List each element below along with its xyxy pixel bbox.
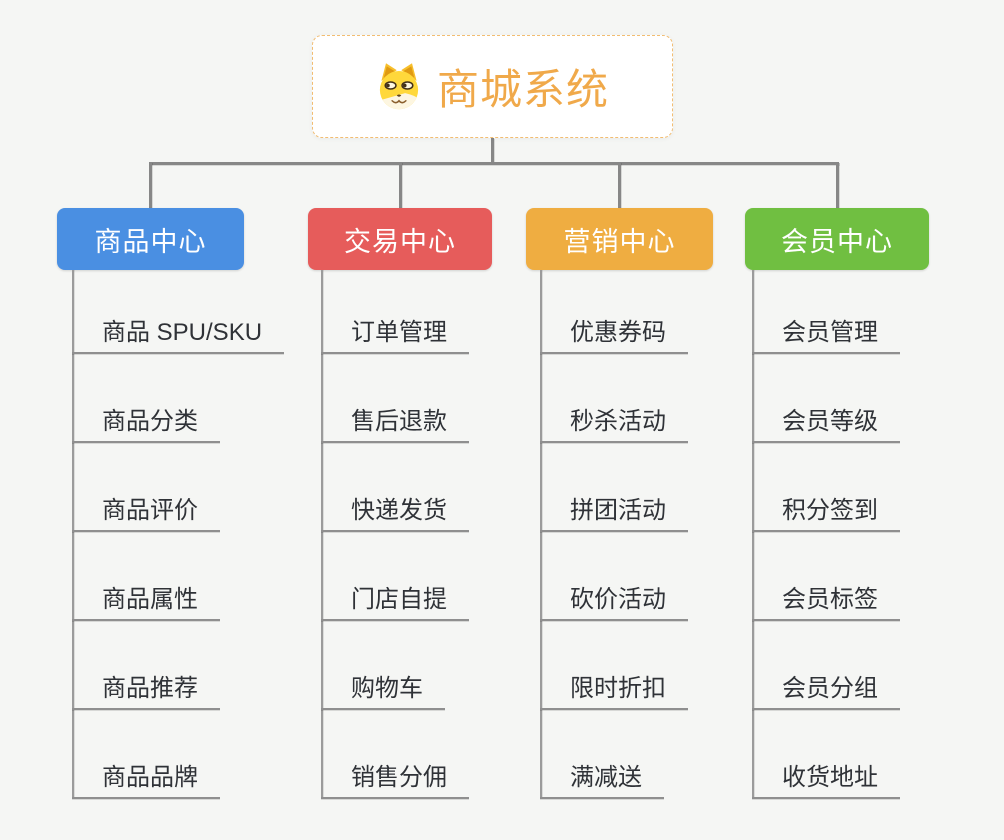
branch-label: 会员中心 [781, 226, 893, 257]
connector-branch-stub [836, 162, 839, 208]
leaf-node[interactable]: 商品品牌 [72, 763, 220, 799]
branch-node-trade-center[interactable]: 交易中心 [308, 208, 492, 270]
branch-spine [540, 270, 542, 799]
branch-label: 营销中心 [563, 226, 676, 257]
leaf-node[interactable]: 积分签到 [752, 496, 900, 532]
leaf-node[interactable]: 限时折扣 [540, 674, 688, 710]
root-title: 商城系统 [436, 66, 609, 113]
leaf-node[interactable]: 快递发货 [321, 496, 469, 532]
leaf-node[interactable]: 会员分组 [752, 674, 900, 710]
leaf-node[interactable]: 会员管理 [752, 318, 900, 354]
leaf-node[interactable]: 会员标签 [752, 585, 900, 621]
leaf-node[interactable]: 订单管理 [321, 318, 469, 354]
branch-spine [72, 270, 74, 799]
branch-label: 商品中心 [94, 226, 207, 257]
connector-branch-stub [618, 162, 621, 208]
leaf-node[interactable]: 会员等级 [752, 407, 900, 443]
connector-root-stub [491, 138, 494, 163]
branch-spine [321, 270, 323, 799]
leaf-node[interactable]: 拼团活动 [540, 496, 688, 532]
branch-node-member-center[interactable]: 会员中心 [745, 208, 929, 270]
leaf-node[interactable]: 门店自提 [321, 585, 469, 621]
connector-branch-stub [399, 162, 402, 208]
leaf-node[interactable]: 商品属性 [72, 585, 220, 621]
leaf-node[interactable]: 商品评价 [72, 496, 220, 532]
leaf-node[interactable]: 销售分佣 [321, 763, 469, 799]
leaf-node[interactable]: 满减送 [540, 763, 664, 799]
branch-node-marketing-center[interactable]: 营销中心 [526, 208, 713, 270]
leaf-node[interactable]: 售后退款 [321, 407, 469, 443]
leaf-node[interactable]: 商品分类 [72, 407, 220, 443]
branch-node-product-center[interactable]: 商品中心 [57, 208, 244, 270]
leaf-node[interactable]: 商品推荐 [72, 674, 220, 710]
leaf-node[interactable]: 秒杀活动 [540, 407, 688, 443]
connector-horizontal [149, 162, 839, 165]
leaf-node[interactable]: 砍价活动 [540, 585, 688, 621]
leaf-node[interactable]: 购物车 [321, 674, 445, 710]
root-node[interactable]: 商城系统 [312, 35, 673, 138]
leaf-node[interactable]: 商品 SPU/SKU [72, 318, 285, 354]
leaf-node[interactable]: 优惠券码 [540, 318, 688, 354]
doge-icon [379, 62, 419, 109]
leaf-node[interactable]: 收货地址 [752, 763, 900, 799]
branch-label: 交易中心 [344, 226, 456, 257]
connector-branch-stub [149, 162, 152, 208]
branch-spine [752, 270, 754, 799]
